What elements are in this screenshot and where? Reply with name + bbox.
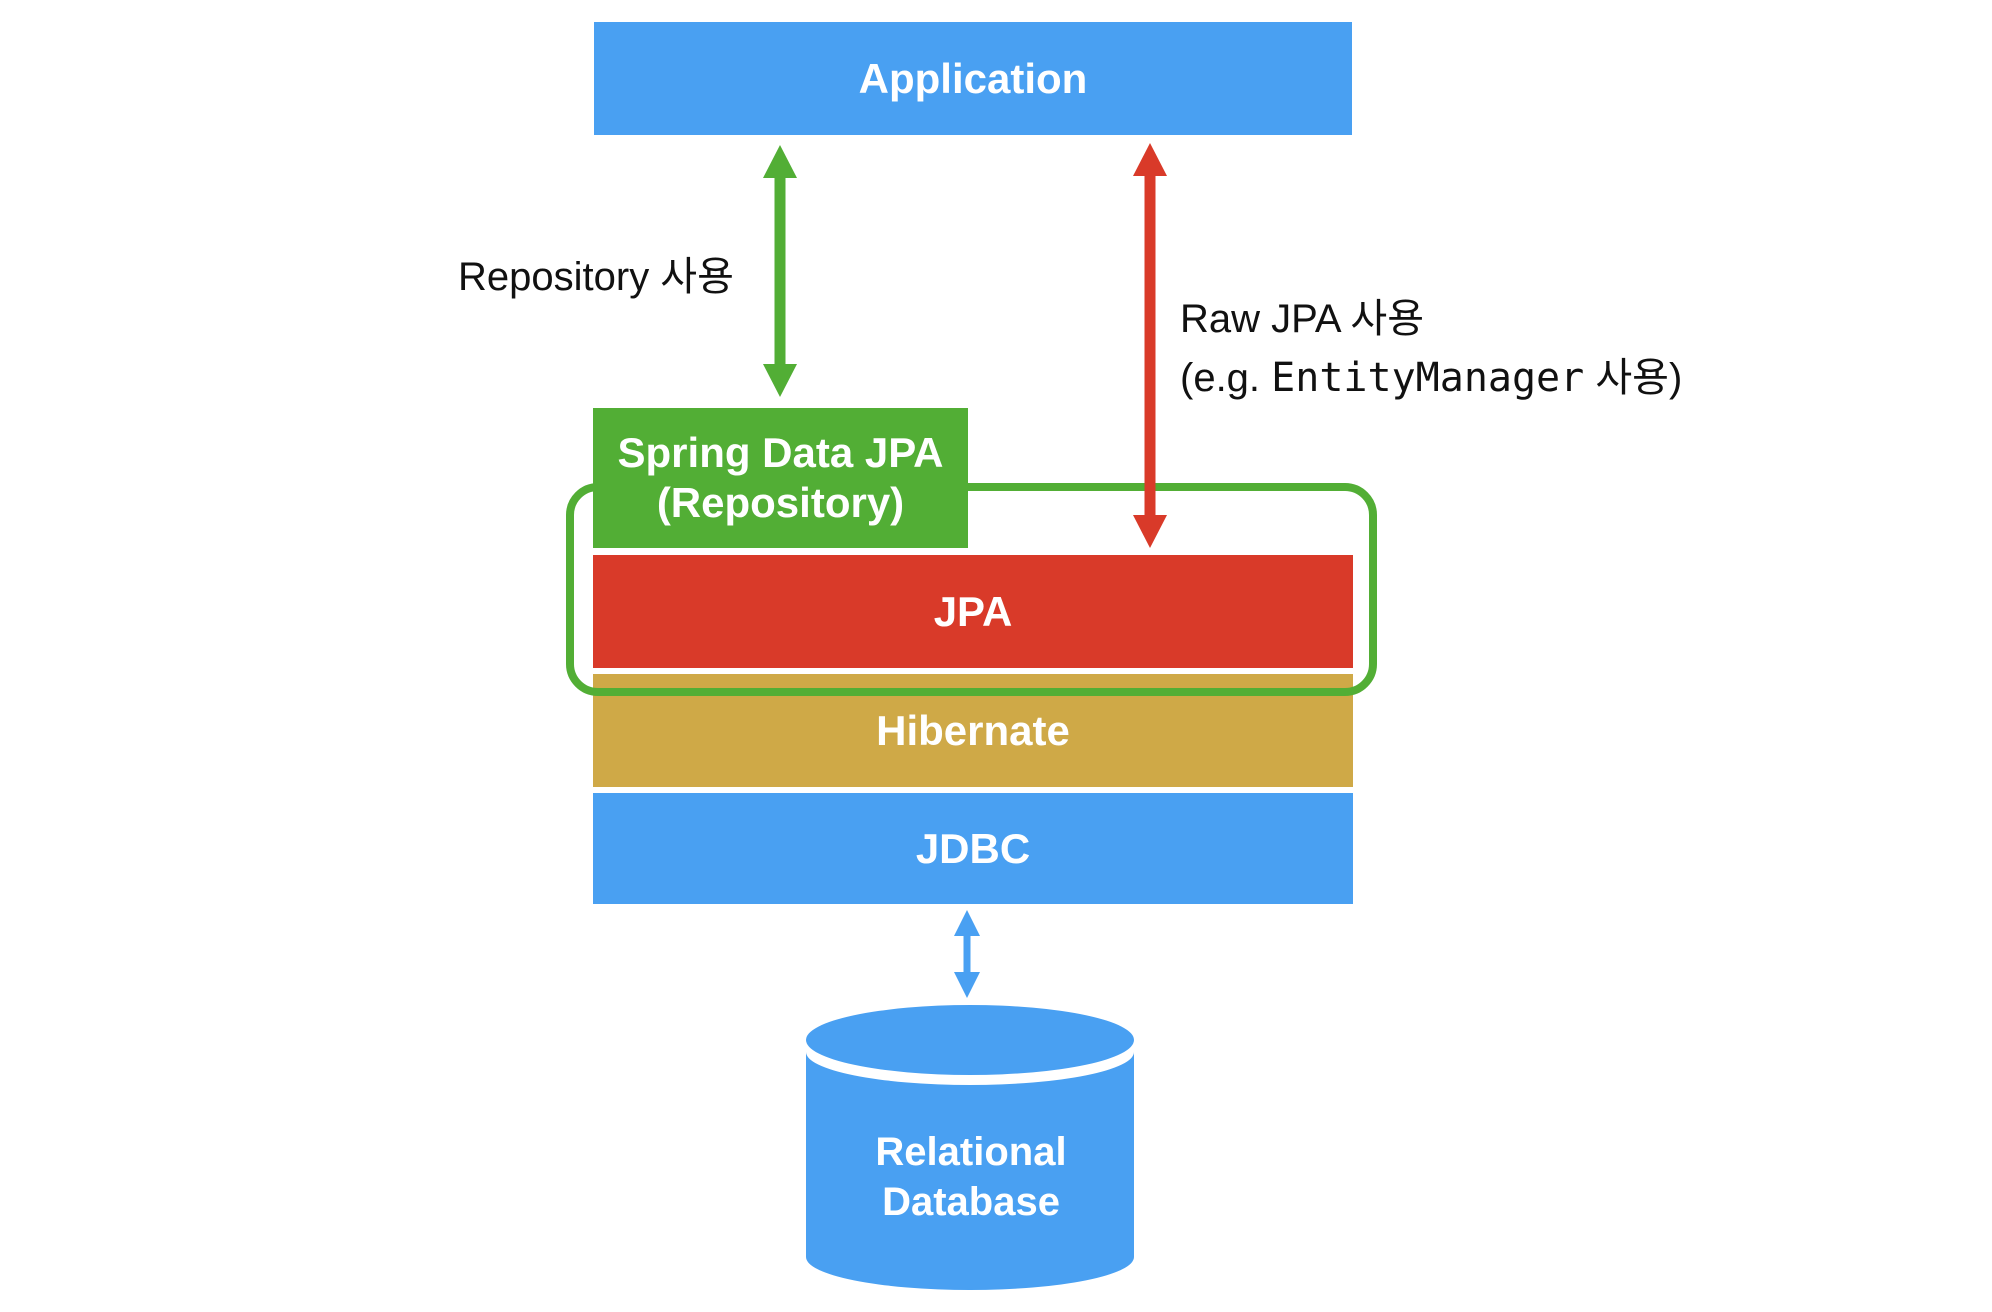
spring-data-jpa-label-line1: Spring Data JPA	[617, 429, 944, 476]
jpa-box: JPA	[593, 555, 1353, 668]
spring-data-jpa-box: Spring Data JPA (Repository)	[593, 408, 968, 548]
database-label: Relational Database	[806, 1127, 1136, 1227]
repository-usage-arrow-icon	[763, 145, 797, 397]
arrow-head-up	[954, 910, 980, 936]
jdbc-database-arrow-icon	[954, 910, 980, 998]
arrow-head-down	[954, 972, 980, 998]
jpa-label: JPA	[933, 587, 1013, 635]
raw-jpa-usage-label: Raw JPA 사용 (e.g. EntityManager 사용)	[1180, 290, 1682, 408]
repository-usage-label: Repository 사용	[458, 253, 734, 301]
jpa-group-outline	[566, 483, 1377, 696]
jdbc-box: JDBC	[593, 793, 1353, 904]
cylinder-lid	[806, 1005, 1134, 1075]
raw-jpa-usage-line2: (e.g. EntityManager 사용)	[1180, 349, 1682, 408]
arrow-head-up	[763, 145, 797, 178]
raw-jpa-line2-prefix: (e.g.	[1180, 356, 1272, 400]
raw-jpa-usage-line1: Raw JPA 사용	[1180, 297, 1425, 341]
arrow-head-up	[1133, 143, 1167, 176]
jdbc-label: JDBC	[915, 824, 1031, 872]
raw-jpa-line2-code: EntityManager	[1271, 355, 1585, 401]
application-box: Application	[594, 22, 1352, 135]
database-label-line1: Relational	[875, 1130, 1067, 1174]
repository-usage-text: Repository 사용	[458, 255, 734, 299]
raw-jpa-line2-suffix: 사용)	[1584, 356, 1683, 400]
spring-data-jpa-label-line2: (Repository)	[656, 479, 905, 526]
database-label-line2: Database	[882, 1180, 1060, 1224]
hibernate-label: Hibernate	[876, 706, 1070, 754]
arrow-head-down	[763, 364, 797, 397]
application-label: Application	[858, 54, 1088, 102]
